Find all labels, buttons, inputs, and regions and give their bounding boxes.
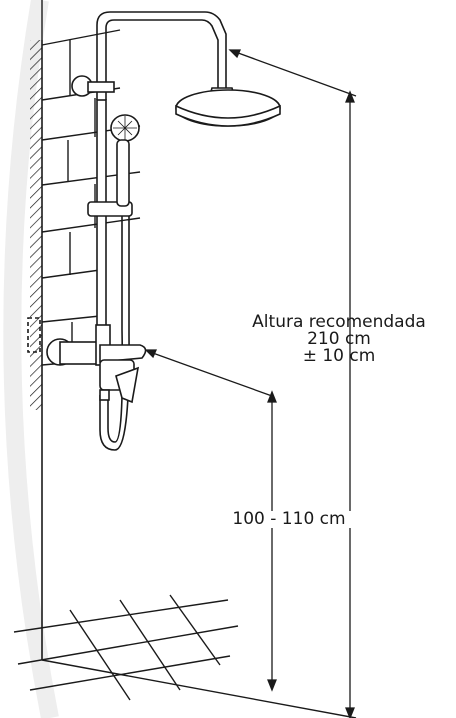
rain-shower-head: [175, 87, 281, 127]
wall-hatch: [30, 40, 42, 410]
recommended-height-value: 210 cm: [307, 329, 371, 349]
recommended-height-label: Altura recomendada 210 cm ± 10 cm: [222, 314, 456, 365]
recommended-height-tolerance: ± 10 cm: [302, 346, 376, 366]
overhead-arm: [96, 11, 227, 100]
hand-shower-handle: [116, 139, 130, 207]
background-arc: [3, 0, 59, 718]
floor: [13, 594, 357, 718]
upper-leader: [229, 49, 357, 97]
shower-column: [71, 11, 227, 331]
dimension-lines: [144, 49, 357, 718]
mixer-valve: [27, 317, 147, 404]
mixer-lever: [115, 366, 140, 404]
hand-shower: [99, 114, 140, 451]
lower-leader: [149, 351, 273, 397]
faucet-height-label: 100 - 110 cm: [214, 511, 364, 528]
recommended-height-title: Altura recomendada: [252, 312, 426, 332]
